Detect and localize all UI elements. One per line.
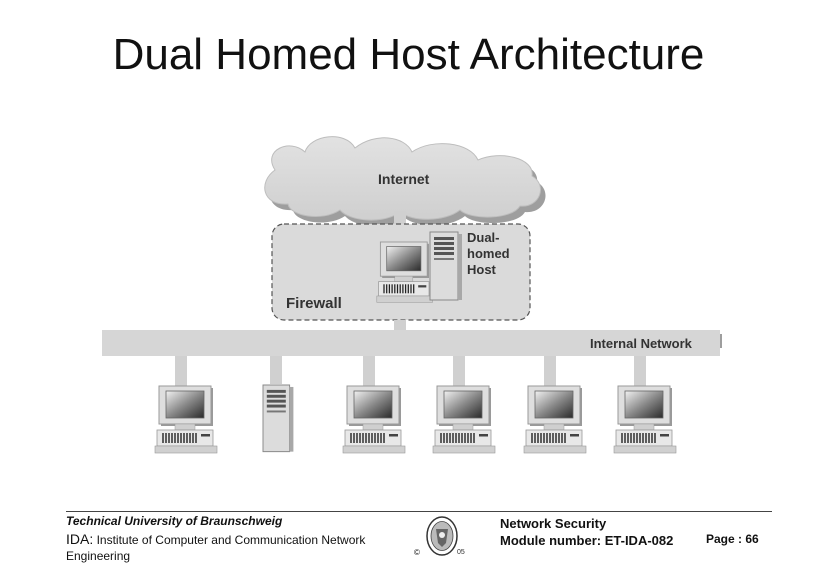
institute-text: IDA: Institute of Computer and Communica… bbox=[66, 531, 406, 564]
internet-label: Internet bbox=[378, 171, 430, 187]
course-info: Network Security Module number: ET-IDA-0… bbox=[500, 515, 680, 549]
firewall-label: Firewall bbox=[286, 295, 342, 312]
footer-divider bbox=[66, 511, 772, 512]
network-label: Internal Network bbox=[590, 336, 693, 351]
copyright-mark: © bbox=[414, 548, 420, 557]
institute-name: Institute of Computer and Communication … bbox=[66, 533, 366, 563]
workstation-5 bbox=[613, 385, 677, 454]
university-seal-icon bbox=[426, 516, 458, 556]
workstation-1 bbox=[154, 385, 218, 454]
seal-number: 05 bbox=[457, 549, 465, 556]
institute-prefix: IDA: bbox=[66, 531, 94, 547]
host-label-line-1: Dual- bbox=[467, 230, 500, 245]
network-drops bbox=[175, 356, 646, 386]
internet-cloud bbox=[264, 136, 546, 227]
internal-network-bar bbox=[102, 330, 720, 356]
page-number: Page : 66 bbox=[706, 532, 759, 546]
workstation-2 bbox=[342, 385, 406, 454]
firewall-link bbox=[394, 320, 406, 332]
slide-title: Dual Homed Host Architecture bbox=[112, 30, 705, 79]
host-label-line-2: homed bbox=[467, 246, 510, 261]
module-number: Module number: ET-IDA-082 bbox=[500, 533, 674, 548]
host-label-line-3: Host bbox=[467, 262, 497, 277]
workstation-3 bbox=[432, 385, 496, 454]
host-label: Dual- homed Host bbox=[467, 230, 513, 277]
server-tower bbox=[262, 384, 294, 453]
dual-homed-host bbox=[376, 231, 463, 303]
workstation-4 bbox=[523, 385, 587, 454]
university-name: Technical University of Braunschweig bbox=[66, 514, 283, 528]
course-title: Network Security bbox=[500, 516, 607, 531]
